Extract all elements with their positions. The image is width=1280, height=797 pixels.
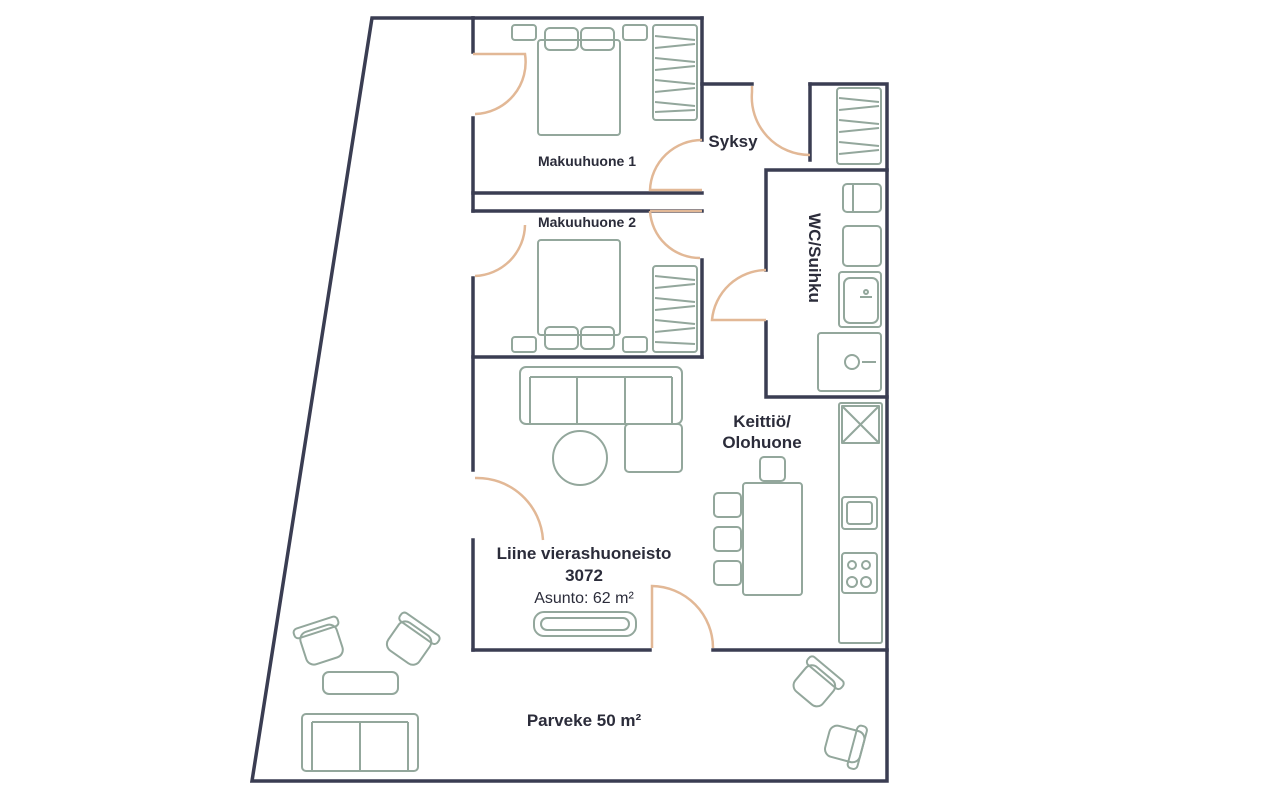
door-bedroom1: [473, 52, 527, 116]
label-apartment-number: 3072: [565, 566, 603, 585]
furniture: [292, 24, 883, 772]
bed-bedroom1: [511, 24, 648, 136]
label-bathroom: WC/Suihku: [805, 213, 824, 303]
radiator-bedroom1: [652, 24, 698, 121]
kitchen-counter: [838, 402, 883, 644]
balcony-chair-right: [385, 611, 441, 666]
walls: [249, 16, 889, 783]
wall-bathroom: [764, 168, 889, 272]
label-balcony: Parveke 50 m²: [527, 711, 642, 730]
coffee-table: [552, 430, 608, 486]
doors: [473, 52, 811, 649]
door-bedroom2-hall: [648, 209, 702, 260]
balcony-table: [322, 671, 399, 695]
door-bathroom: [710, 268, 767, 322]
bathroom-fixtures: [817, 183, 882, 392]
bench-living: [533, 611, 637, 637]
label-bedroom1: Makuuhuone 1: [538, 153, 636, 169]
balcony-chair-4: [824, 724, 868, 770]
label-apartment-area: Asunto: 62 m²: [534, 590, 634, 607]
door-bedroom1-hall: [648, 138, 703, 192]
outer-wall: [249, 16, 889, 783]
wall-bathroom-lower: [764, 320, 889, 399]
bed-bedroom2: [511, 239, 648, 353]
label-kitchen-line1: Keittiö/: [733, 412, 791, 431]
radiator-bedroom2: [652, 265, 698, 353]
label-apartment-name: Liine vierashuoneisto: [497, 544, 672, 563]
sofa-living: [519, 366, 683, 473]
wall-bedroom1-right: [700, 16, 754, 86]
door-living: [474, 476, 545, 541]
dining-set: [713, 456, 803, 596]
radiator-closet: [836, 87, 882, 165]
balcony-chair-3: [792, 655, 845, 708]
balcony-sofa: [301, 713, 419, 772]
label-bedroom2: Makuuhuone 2: [538, 214, 636, 230]
labels: Makuuhuone 1 Syksy Makuuhuone 2 WC/Suihk…: [497, 132, 824, 730]
door-bedroom2-left: [474, 224, 527, 278]
balcony-chair-left: [292, 615, 344, 666]
wall-top-right: [808, 82, 889, 652]
label-kitchen-line2: Olohuone: [722, 433, 801, 452]
door-entry: [650, 584, 715, 649]
door-closet: [750, 86, 811, 157]
label-hallway: Syksy: [708, 132, 758, 151]
